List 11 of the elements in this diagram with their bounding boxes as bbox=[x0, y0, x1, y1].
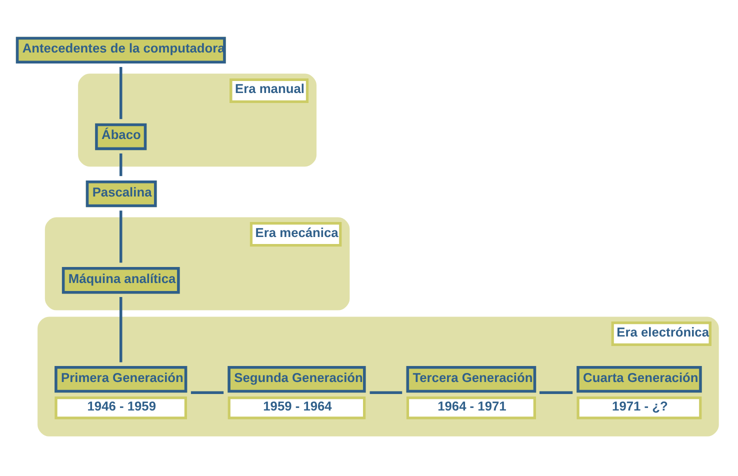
connector bbox=[120, 66, 122, 120]
connector bbox=[190, 391, 224, 394]
node-label: 1964 - 1971 bbox=[438, 398, 506, 414]
connector bbox=[120, 210, 122, 263]
node-label: 1959 - 1964 bbox=[263, 398, 332, 414]
node-label: 1971 - ¿? bbox=[612, 398, 668, 414]
connector bbox=[120, 153, 122, 176]
connector bbox=[120, 296, 122, 362]
connector bbox=[370, 391, 402, 394]
node-label: 1946 - 1959 bbox=[87, 398, 156, 414]
connector bbox=[540, 391, 573, 394]
